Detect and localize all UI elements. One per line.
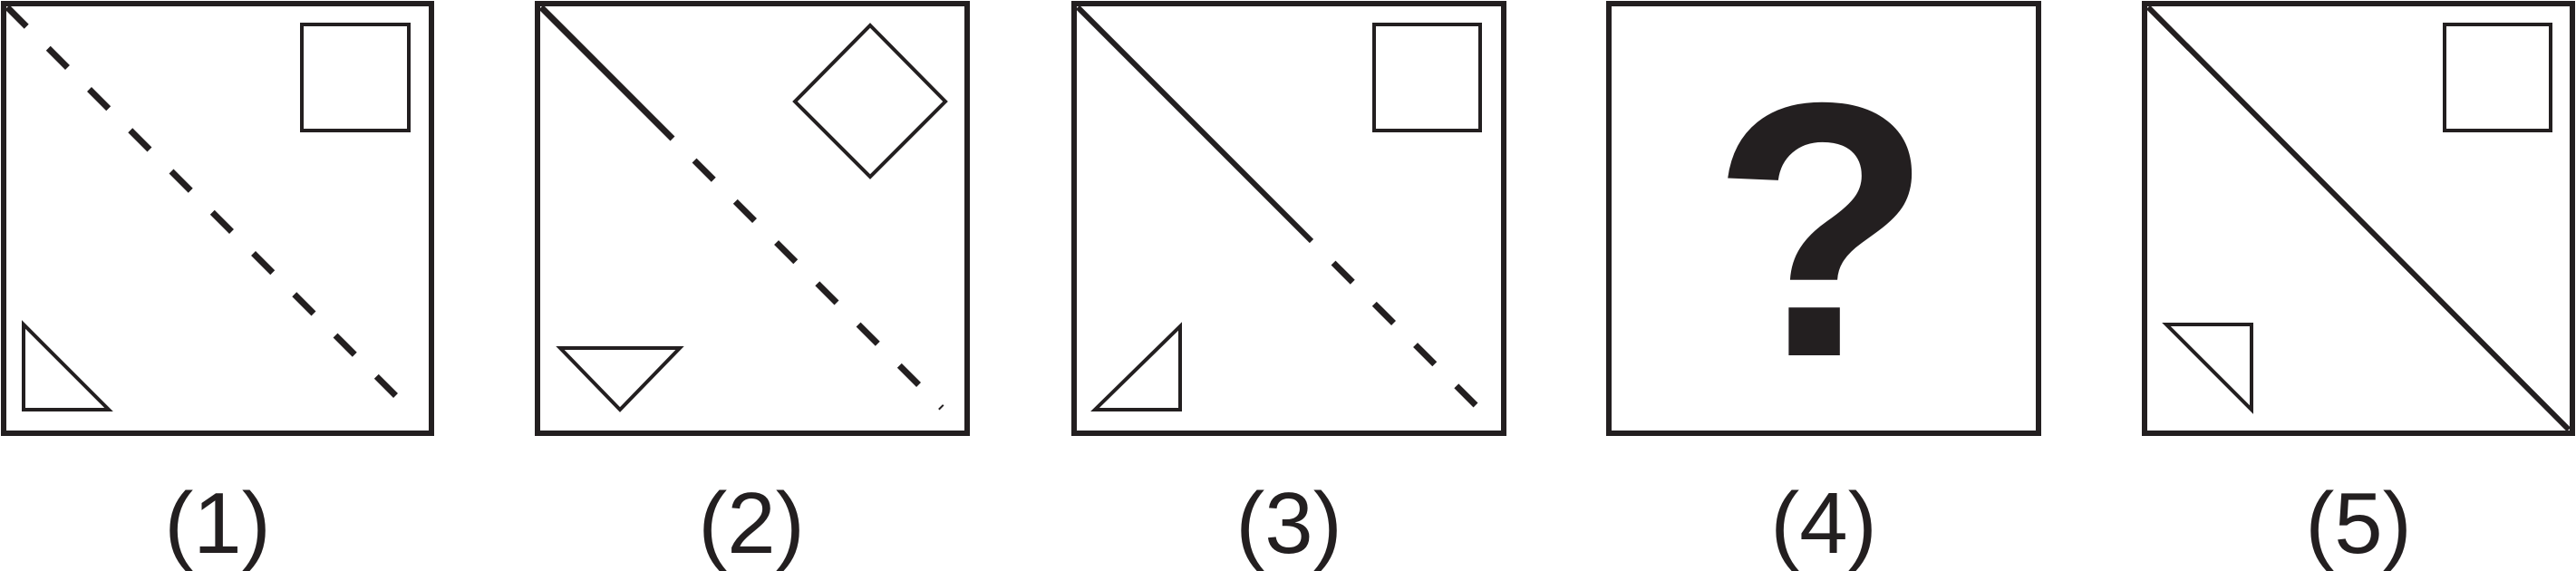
panel-5-solid-diagonal (2145, 5, 2571, 432)
panel-4: ? (4) (1606, 1, 2041, 571)
panel-2-caption: (2) (698, 475, 804, 571)
panel-2-dashed-diagonal-segment (670, 136, 944, 411)
panel-5-small-square (2443, 23, 2552, 132)
panel-3-caption: (3) (1235, 475, 1341, 571)
panel-3-dashed-diagonal-segment (1309, 238, 1480, 410)
panel-1-caption: (1) (164, 475, 270, 571)
panel-2-small-diamond (792, 23, 948, 179)
panel-2-frame (535, 1, 970, 436)
panel-1-small-triangle (22, 320, 113, 411)
panel-1-frame (1, 1, 434, 436)
panel-5-caption: (5) (2305, 475, 2411, 571)
panel-2: (2) (535, 1, 970, 571)
panel-1-small-square (300, 23, 411, 132)
panel-3-frame (1071, 1, 1506, 436)
panel-5: (5) (2142, 1, 2575, 571)
panel-3-small-triangle (1090, 322, 1182, 411)
panel-3-small-square (1372, 23, 1482, 132)
panel-2-small-triangle (556, 346, 684, 412)
panel-3-solid-diagonal-segment (1075, 5, 1314, 244)
panel-4-caption: (4) (1770, 475, 1876, 571)
panel-3: (3) (1071, 1, 1506, 571)
panel-2-solid-diagonal-segment (538, 5, 675, 141)
panel-5-small-triangle (2162, 323, 2253, 414)
panel-4-frame (1606, 1, 2041, 436)
panel-5-frame (2142, 1, 2575, 436)
question-mark-icon: ? (1711, 27, 1932, 432)
panel-1: (1) (1, 1, 434, 571)
panel-1-dashed-diagonal (5, 5, 409, 409)
